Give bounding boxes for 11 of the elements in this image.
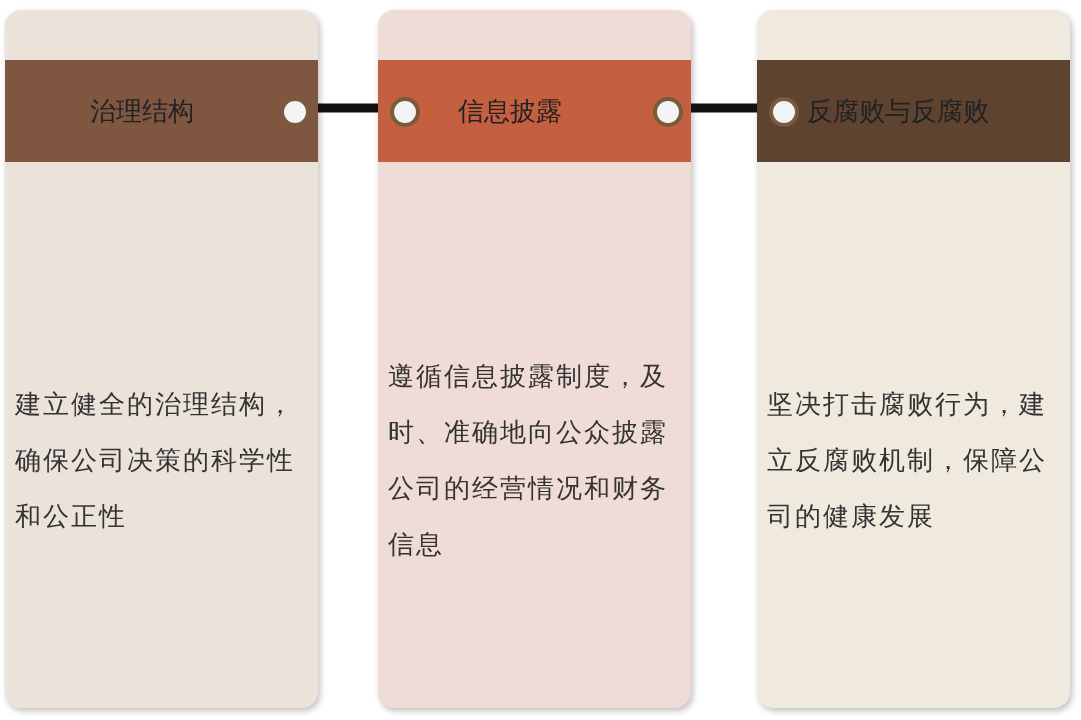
card-title: 信息披露 [458,95,562,128]
connector-bar [318,103,378,113]
card [5,10,318,708]
card-title: 反腐败与反腐败 [807,95,989,128]
card-text: 建立健全的治理结构，确保公司决策的科学性和公正性 [15,388,296,533]
card-text: 遵循信息披露制度，及时、准确地向公众披露公司的经营情况和财务信息 [388,360,669,561]
connector-bar [691,103,757,113]
card [757,10,1070,708]
card-text: 坚决打击腐败行为，建立反腐败机制，保障公司的健康发展 [767,388,1048,533]
card [378,10,691,708]
card-title: 治理结构 [90,95,194,128]
